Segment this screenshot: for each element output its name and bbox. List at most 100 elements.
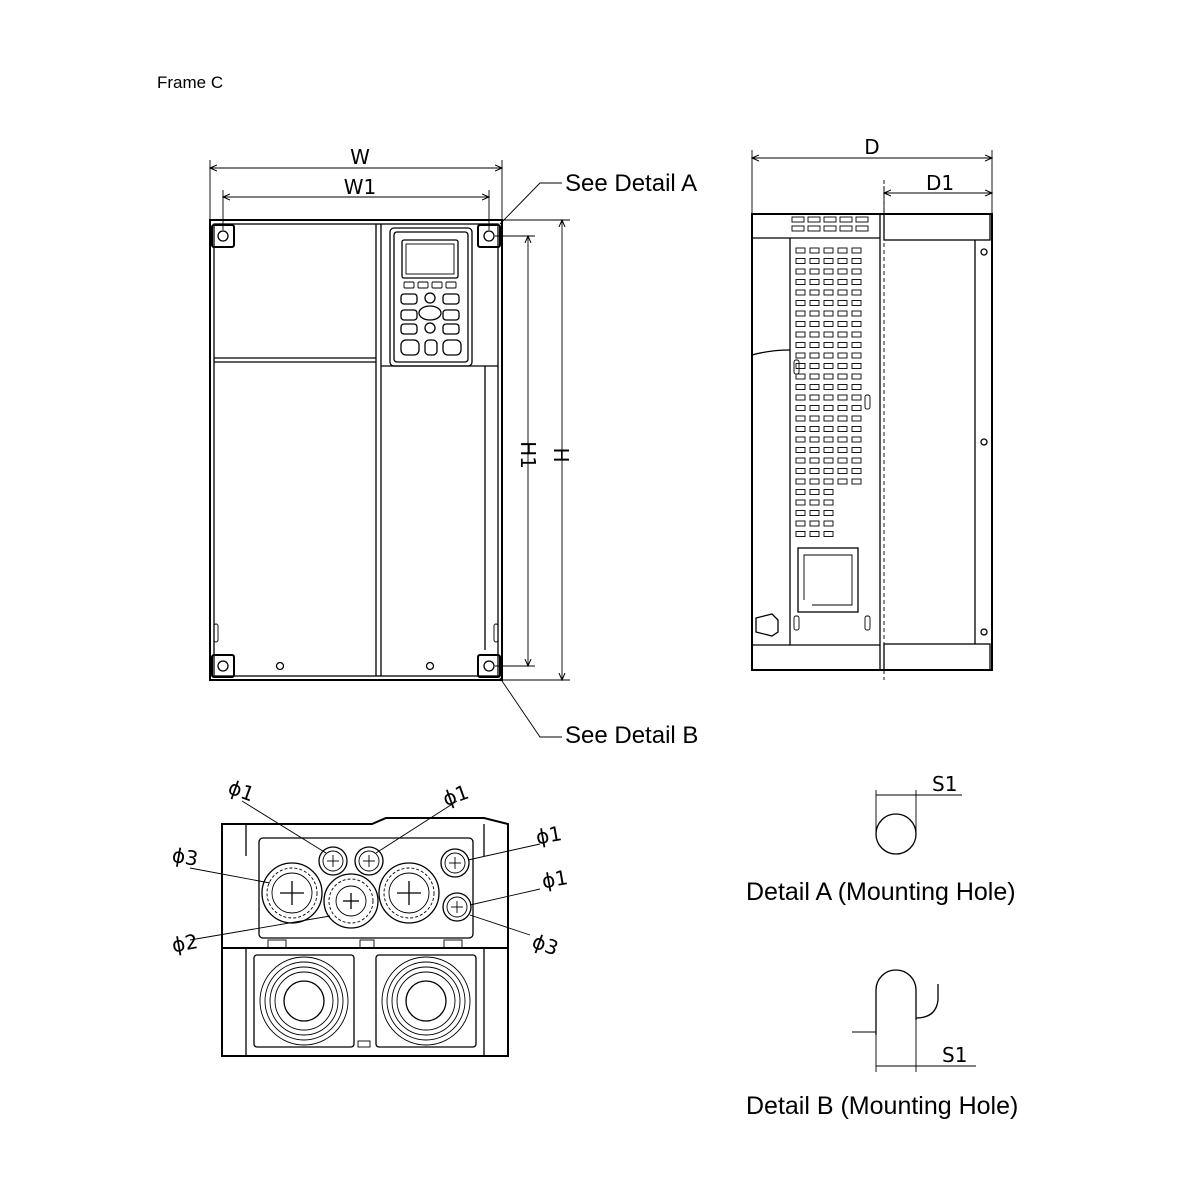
vent-slot — [809, 394, 820, 401]
cooling-fan-right — [375, 954, 477, 1048]
vent-slot — [809, 352, 820, 359]
mounting-bracket-bottom-left — [211, 654, 235, 678]
vent-slot — [823, 279, 834, 285]
vent-slot — [809, 331, 820, 338]
latch — [755, 613, 779, 637]
vent-slot — [837, 478, 848, 485]
vent-slot — [809, 531, 820, 537]
vent-slot — [837, 415, 848, 422]
diameter-label: ϕ2 — [170, 929, 200, 957]
vent-slot — [851, 342, 862, 348]
bottom-bracket — [883, 643, 991, 671]
vent-slot — [837, 258, 848, 264]
mounting-hole-round — [875, 813, 917, 855]
vent-slot — [823, 457, 834, 464]
detail-b-caption: Detail B (Mounting Hole) — [746, 1092, 1018, 1120]
vent-slot — [795, 373, 806, 380]
keypad-panel — [389, 227, 473, 367]
diameter-label: ϕ1 — [225, 775, 258, 806]
vent-slot — [823, 342, 834, 348]
dimension-label-h1: H1 — [516, 441, 540, 469]
vent-slot — [795, 352, 806, 359]
vent-slot — [837, 447, 848, 453]
vent-slot — [823, 478, 834, 485]
vent-slot — [837, 384, 848, 390]
vent-slot — [809, 457, 820, 464]
vent-slot — [837, 352, 848, 359]
vent-slot — [809, 342, 820, 348]
vent-slot — [837, 331, 848, 338]
keypad-display — [401, 239, 459, 279]
vent-slot — [851, 384, 862, 390]
detail-a-caption: Detail A (Mounting Hole) — [746, 878, 1016, 906]
vent-slot — [851, 300, 862, 306]
vent-slot — [823, 510, 834, 516]
vent-slot — [795, 457, 806, 464]
vent-slot — [809, 310, 820, 317]
vent-slot — [795, 363, 806, 369]
vent-slot — [837, 279, 848, 285]
vent-slot — [837, 268, 848, 275]
bottom-view: ϕ1 ϕ1 ϕ1 ϕ1 ϕ3 ϕ2 ϕ3 — [170, 775, 570, 1057]
vent-slot — [837, 426, 848, 432]
side-label-area — [797, 547, 859, 613]
vent-slot — [851, 426, 862, 432]
vent-slot — [795, 268, 806, 275]
conduit-hole-center — [323, 873, 379, 929]
vent-slot — [851, 468, 862, 474]
front-housing-inner — [213, 223, 499, 677]
vent-slot — [851, 331, 862, 338]
vent-slot — [809, 289, 820, 296]
vent-slot — [837, 373, 848, 380]
vent-slot — [851, 289, 862, 296]
vent-slot — [851, 478, 862, 485]
vent-slot — [823, 384, 834, 390]
vent-slot — [795, 510, 806, 516]
dimension-label-w1: W1 — [344, 175, 377, 199]
vent-slot — [823, 289, 834, 296]
conduit-plate — [258, 837, 474, 939]
vent-slot — [837, 289, 848, 296]
vent-slot — [795, 478, 806, 485]
vent-slot — [823, 447, 834, 453]
vent-slot — [795, 331, 806, 338]
vent-slot — [795, 321, 806, 327]
vent-slot — [823, 520, 834, 527]
conduit-hole-small — [318, 846, 472, 922]
vent-slot — [837, 405, 848, 411]
see-detail-a-callout: See Detail A — [565, 170, 698, 197]
vent-slot — [851, 279, 862, 285]
vent-slot — [795, 468, 806, 474]
down-arrow-button — [424, 322, 436, 334]
vent-slot — [851, 457, 862, 464]
vent-slot — [823, 468, 834, 474]
vent-slot — [823, 499, 834, 506]
vent-slot — [851, 436, 862, 443]
leader-detail-b — [499, 677, 562, 738]
vent-slot — [809, 489, 820, 495]
vent-slot — [795, 405, 806, 411]
vent-slot — [795, 447, 806, 453]
vent-slot — [809, 405, 820, 411]
vent-slot — [823, 321, 834, 327]
up-arrow-button — [424, 292, 436, 304]
vent-slot — [809, 520, 820, 527]
conduit-hole-large-left — [261, 862, 323, 924]
vent-slot — [809, 321, 820, 327]
diameter-label: ϕ3 — [170, 843, 200, 871]
mounting-hole-slot — [875, 969, 917, 1035]
side-housing-outline — [751, 213, 993, 671]
vent-slot — [823, 247, 834, 254]
vent-slot — [795, 247, 806, 254]
leader-detail-a — [499, 182, 562, 225]
vent-slot — [809, 499, 820, 506]
vent-slot — [823, 258, 834, 264]
vent-slot — [795, 489, 806, 495]
vent-slot — [823, 310, 834, 317]
dimension-label-d1: D1 — [926, 171, 954, 195]
vent-slot — [851, 405, 862, 411]
vent-slot — [809, 468, 820, 474]
cooling-fan-left — [253, 954, 355, 1048]
vent-slot — [823, 373, 834, 380]
vent-slot — [823, 531, 834, 537]
